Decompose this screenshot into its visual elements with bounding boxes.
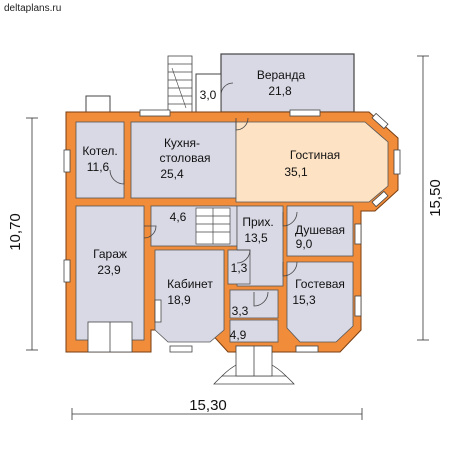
study-area: 18,9	[167, 293, 191, 307]
shower-room	[286, 205, 354, 257]
study-name: Кабинет	[167, 277, 213, 291]
left-depth-dimension: 10,70	[7, 213, 24, 251]
boiler-name: Котел.	[82, 144, 117, 158]
veranda-area-label: 21,8	[268, 84, 292, 98]
shower-name: Душевая	[295, 223, 345, 237]
guest-room	[286, 261, 354, 343]
garage-area: 23,9	[97, 263, 121, 277]
width-dimension: 15,30	[189, 397, 227, 414]
shower-area: 9,0	[296, 237, 313, 251]
hall-name: Прих.	[242, 215, 273, 229]
boiler-area: 11,6	[87, 160, 110, 174]
entry-area: 4,9	[230, 328, 247, 342]
vestibule-area: 3,3	[232, 304, 249, 318]
study-room	[154, 249, 225, 343]
closet-area: 1,3	[231, 261, 248, 275]
doors	[109, 117, 298, 307]
windows	[63, 109, 401, 353]
right-depth-dimension: 15,50	[427, 179, 444, 217]
living-name: Гостиная	[290, 148, 340, 162]
garage-room	[75, 205, 145, 341]
living-area: 35,1	[284, 165, 308, 179]
kitchen-name-1: Кухня-	[164, 136, 200, 150]
entrance-steps	[213, 345, 295, 385]
stair-area: 4,6	[170, 210, 187, 224]
site-caption: deltaplans.ru	[4, 3, 61, 14]
guest-area: 15,3	[292, 293, 316, 307]
entry-room	[229, 319, 279, 343]
top-stair	[167, 55, 193, 113]
veranda-area	[167, 53, 355, 113]
veranda-name: Веранда	[257, 68, 306, 82]
garage-name: Гараж	[93, 247, 127, 261]
garage-gate	[87, 321, 133, 353]
guest-name: Гостевая	[295, 277, 345, 291]
kitchen-room	[130, 121, 237, 199]
living-room	[235, 121, 389, 203]
porch-top-area: 3,0	[200, 88, 217, 102]
dimension-lines	[26, 55, 429, 420]
kitchen-name-2: столовая	[160, 151, 211, 165]
interior-stair	[195, 207, 231, 245]
hall-area: 13,5	[244, 231, 268, 245]
kitchen-area: 25,4	[160, 167, 184, 181]
boiler-room	[75, 121, 125, 199]
